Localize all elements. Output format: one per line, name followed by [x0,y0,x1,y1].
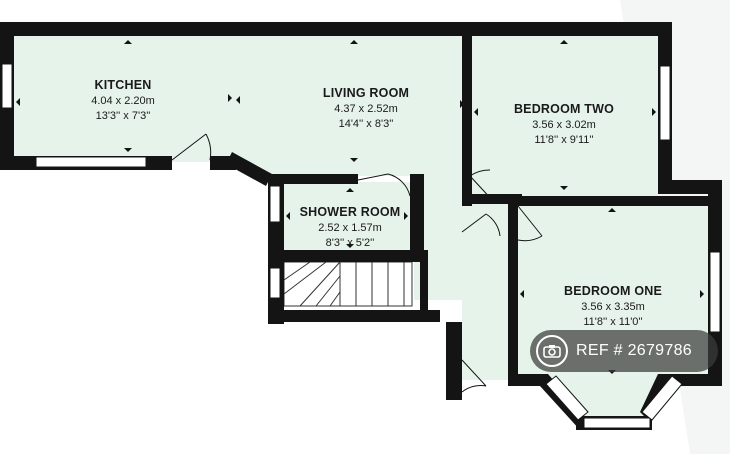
room-metric-kitchen: 4.04 x 2.20m [91,95,155,107]
room-label-shower-room: SHOWER ROOM 2.52 x 1.57m 8'3'' x 5'2'' [286,205,414,251]
dimension-markers [16,40,704,374]
room-imperial-kitchen: 13'3'' x 7'3'' [95,110,151,122]
windows [1,63,721,429]
room-name-bedroom-two: BEDROOM TWO [513,102,615,116]
room-imperial-living-room: 14'4'' x 8'3'' [338,118,394,130]
room-metric-bedroom-two: 3.56 x 3.02m [532,119,596,131]
floor-stairs [284,262,414,306]
floor-hall [414,176,516,380]
floor-kitchen-living [14,36,464,232]
room-label-bedroom-one: BEDROOM ONE 3.56 x 3.35m 11'8'' x 11'0'' [538,284,688,330]
reference-text: REF # 2679786 [576,342,692,359]
room-label-kitchen: KITCHEN 4.04 x 2.20m 13'3'' x 7'3'' [58,78,188,124]
floor-shower-room [280,182,414,252]
room-imperial-bedroom-two: 11'8'' x 9'11'' [534,134,594,146]
doors [171,133,543,393]
room-metric-bedroom-one: 3.56 x 3.35m [581,301,645,313]
room-name-kitchen: KITCHEN [94,78,152,92]
camera-icon [536,335,568,367]
room-imperial-shower-room: 8'3'' x 5'2'' [325,237,375,249]
room-name-shower-room: SHOWER ROOM [299,205,401,219]
room-name-bedroom-one: BEDROOM ONE [563,284,663,298]
room-imperial-bedroom-one: 11'8'' x 11'0'' [583,316,643,328]
room-label-living-room: LIVING ROOM 4.37 x 2.52m 14'4'' x 8'3'' [286,86,446,132]
room-metric-living-room: 4.37 x 2.52m [334,103,398,115]
reference-badge: REF # 2679786 [530,330,718,372]
floor-bedroom-two [470,36,658,196]
room-label-bedroom-two: BEDROOM TWO 3.56 x 3.02m 11'8'' x 9'11'' [486,102,642,148]
room-name-living-room: LIVING ROOM [322,86,410,100]
room-metric-shower-room: 2.52 x 1.57m [318,222,382,234]
